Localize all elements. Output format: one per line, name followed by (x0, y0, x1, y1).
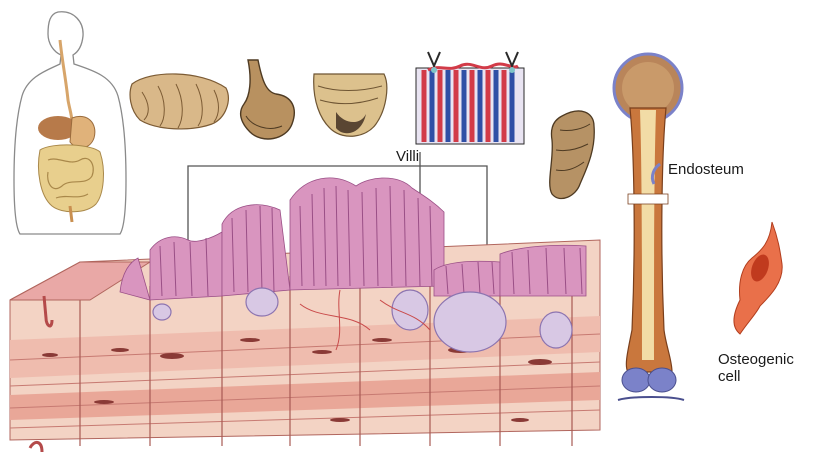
stomach-icon (241, 60, 295, 139)
rectum-icon (550, 111, 595, 198)
villi-cluster (120, 178, 586, 300)
vessel-bundle-icon (416, 52, 524, 144)
osteogenic-cell (734, 222, 782, 334)
osteogenic-label-line1: Osteogenic (718, 351, 818, 368)
villi-label: Villi (396, 148, 419, 165)
osteogenic-label-line2: cell (718, 368, 818, 385)
small-intestine-icon (130, 74, 228, 129)
digestive-system-figure (14, 12, 126, 234)
endosteum-label: Endosteum (668, 161, 744, 178)
long-bone (614, 54, 684, 400)
colon-icon (314, 74, 387, 136)
intestine-coils (39, 145, 104, 212)
cartilage-cap (622, 368, 650, 392)
osteogenic-cell-label: Osteogenic cell (718, 351, 818, 385)
stomach-shape (70, 116, 95, 147)
